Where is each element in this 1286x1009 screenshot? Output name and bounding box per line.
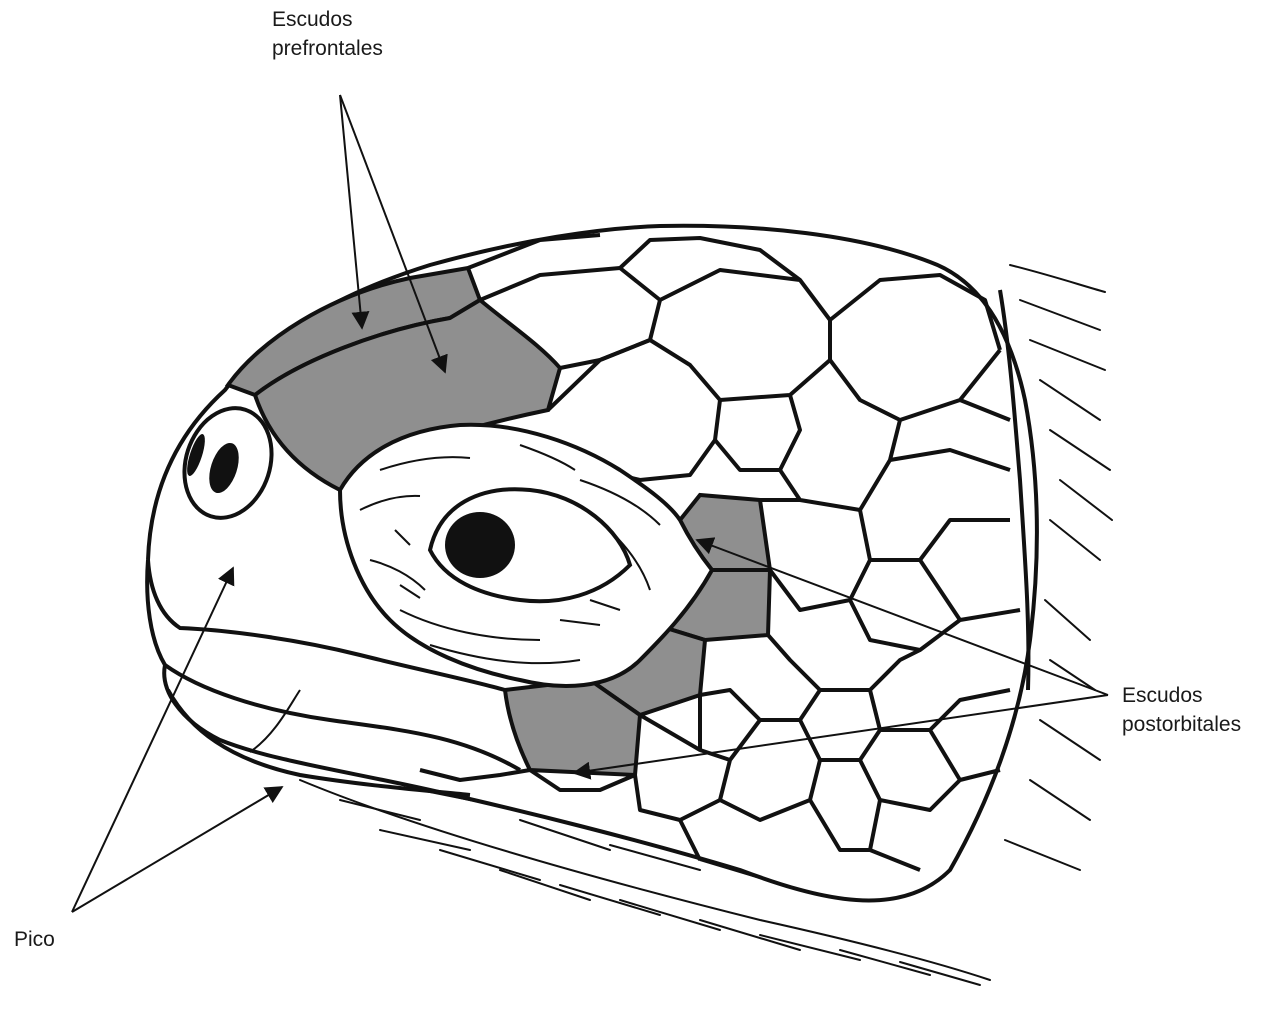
prefrontal-label-line2: prefrontales [272,34,383,63]
pupil [445,512,515,578]
arrow-prefrontal-upper [340,95,362,328]
postorbital-label-line1: Escudos [1122,681,1241,710]
postorbital-label-line2: postorbitales [1122,710,1241,739]
arrow-pico-lower [72,787,282,912]
prefrontal-scutes-label: Escudos prefrontales [272,5,383,63]
postorbital-scutes-label: Escudos postorbitales [1122,681,1241,739]
beak-label: Pico [14,925,55,954]
prefrontal-label-line1: Escudos [272,5,383,34]
